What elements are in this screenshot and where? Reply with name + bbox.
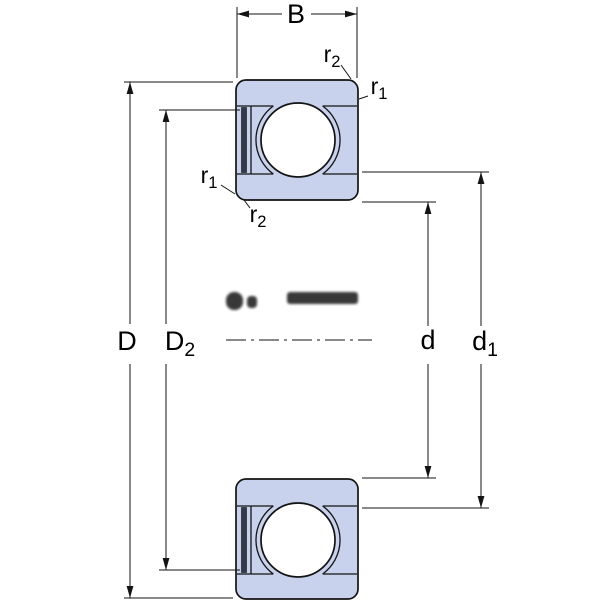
raceway-arc-left	[255, 505, 274, 575]
watermark-blob	[226, 292, 243, 310]
watermark-bar	[287, 292, 358, 304]
arrowhead-left	[237, 10, 249, 18]
leader-line	[340, 64, 352, 80]
dimension-d1: d1	[362, 171, 498, 509]
arrowhead-down	[126, 586, 134, 598]
bearing-top-section	[235, 79, 359, 201]
dim-label-D2: D2	[165, 326, 195, 361]
arrowhead-up	[162, 110, 170, 122]
dim-label-B: B	[287, 0, 305, 29]
raceway-arc-right	[322, 105, 341, 175]
leader-line	[243, 199, 251, 209]
r-label-r1-outer-side: r1	[371, 73, 388, 103]
arrowhead-up	[126, 82, 134, 94]
dimension-d: d	[362, 201, 436, 479]
ball	[260, 102, 336, 178]
leader-line	[220, 184, 236, 195]
leader-line	[358, 95, 369, 100]
raceway-arc-left	[255, 105, 274, 175]
dimension-D2: D2	[159, 109, 240, 571]
shield	[241, 107, 247, 173]
dim-label-d1: d1	[472, 326, 498, 361]
r-label-r2-outer-top: r2	[324, 41, 341, 71]
r-label-r2-inner-bottom: r2	[250, 201, 267, 231]
arrowhead-up	[424, 202, 432, 214]
dimension-B: B	[236, 0, 358, 78]
watermark-blob	[247, 296, 257, 308]
radius-callouts: r2 r1 r1 r2	[201, 41, 388, 231]
dimension-D: D	[117, 81, 233, 599]
arrowhead-right	[345, 10, 357, 18]
r-label-r1-inner-side: r1	[201, 162, 218, 192]
dim-label-d: d	[420, 325, 435, 355]
bearing-bottom-section	[235, 478, 359, 600]
watermark-artifact	[226, 292, 358, 310]
ball	[260, 502, 336, 578]
arrowhead-down	[477, 496, 485, 508]
arrowhead-down	[424, 466, 432, 478]
raceway-arc-right	[322, 505, 341, 575]
shield	[241, 507, 247, 573]
arrowhead-up	[477, 172, 485, 184]
dim-label-D: D	[117, 326, 137, 356]
arrowhead-down	[162, 558, 170, 570]
